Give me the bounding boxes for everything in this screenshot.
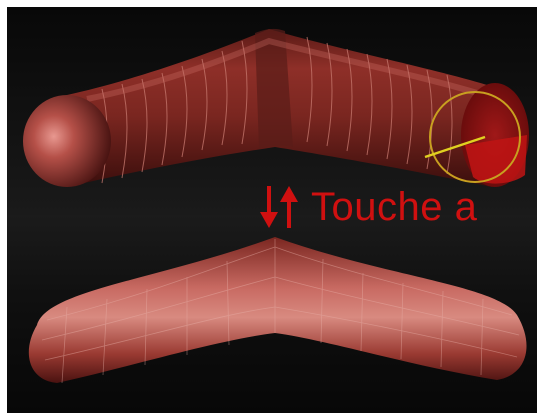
smoothed-mesh-render <box>7 215 537 413</box>
rounded-end-cap <box>23 95 111 187</box>
sculpt-viewport[interactable]: Touche a <box>7 7 537 413</box>
toggle-hint: Touche a <box>259 182 477 232</box>
bottom-viewport-panel <box>7 215 537 413</box>
swap-vertical-arrows-icon <box>259 184 303 230</box>
hint-label: Touche a <box>311 184 477 230</box>
